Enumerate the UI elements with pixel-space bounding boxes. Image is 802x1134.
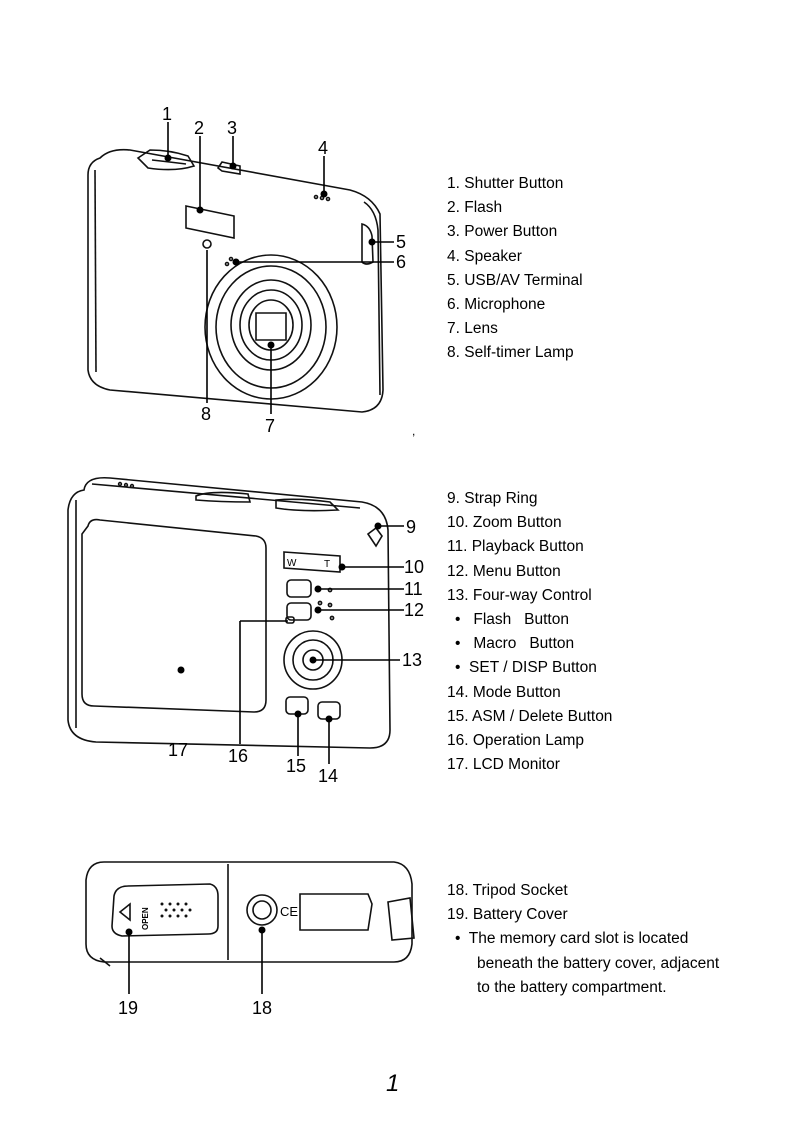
list-item: 11. Playback Button (447, 538, 584, 556)
list-item: 9. Strap Ring (447, 490, 538, 507)
note-text: • The memory card slot is located (455, 930, 689, 948)
list-item: 4. Speaker (447, 247, 522, 265)
stray-mark: , (412, 424, 416, 438)
callout-12: 12 (404, 600, 424, 620)
list-item: 18. Tripod Socket (447, 882, 568, 899)
zoom-w-label: W (287, 558, 297, 569)
list-item: 13. Four-way Control (447, 586, 592, 604)
list-item: 19. Battery Cover (447, 906, 568, 924)
callout-11: 11 (404, 579, 423, 599)
list-subitem: • Flash Button (455, 611, 569, 629)
callout-2: 2 (194, 118, 204, 138)
bottom-parts-list: 18. Tripod Socket 19. Battery Cover • Th… (447, 879, 719, 1000)
front-parts-list: 1. Shutter Button 2. Flash 3. Power Butt… (447, 172, 583, 366)
note-text: to the battery compartment. (477, 978, 667, 996)
callout-6: 6 (396, 252, 406, 272)
list-item: 15. ASM / Delete Button (447, 707, 613, 725)
list-item: 1. Shutter Button (447, 175, 564, 192)
list-item: 6. Microphone (447, 296, 546, 314)
list-subitem: • Macro Button (455, 635, 575, 653)
list-item: 8. Self-timer Lamp (447, 344, 574, 362)
callout-10: 10 (404, 557, 424, 577)
callout-19: 19 (118, 998, 138, 1018)
callout-4: 4 (318, 138, 328, 158)
callout-8: 8 (201, 404, 211, 424)
list-item: 7. Lens (447, 320, 498, 338)
zoom-t-label: T (324, 559, 330, 570)
callout-7: 7 (265, 416, 275, 436)
list-item: 10. Zoom Button (447, 514, 562, 532)
callout-16: 16 (228, 746, 248, 766)
list-subitem: • SET / DISP Button (455, 659, 597, 677)
open-label: OPEN (141, 907, 150, 930)
list-item: 16. Operation Lamp (447, 732, 585, 750)
camera-back-diagram: W T 9 10 11 12 13 17 16 15 14 (67, 476, 424, 786)
ce-mark: CE (280, 904, 298, 919)
callout-5: 5 (396, 232, 406, 252)
callout-17: 17 (168, 740, 188, 760)
list-item: 12. Menu Button (447, 562, 561, 580)
back-parts-list: 9. Strap Ring 10. Zoom Button 11. Playba… (447, 487, 612, 777)
list-item: 5. USB/AV Terminal (447, 271, 583, 289)
callout-13: 13 (402, 650, 422, 670)
callout-9: 9 (406, 517, 416, 537)
list-item: 14. Mode Button (447, 683, 561, 701)
callout-18: 18 (252, 998, 272, 1018)
list-item: 17. LCD Monitor (447, 756, 560, 774)
callout-14: 14 (318, 766, 338, 786)
list-item: 3. Power Button (447, 223, 558, 241)
note-text: beneath the battery cover, adjacent (477, 954, 720, 972)
camera-front-diagram: 1 2 3 4 5 6 8 7 (87, 104, 406, 436)
list-item: 2. Flash (447, 199, 503, 217)
camera-bottom-diagram: OPEN CE 19 18 (85, 861, 415, 1018)
callout-1: 1 (162, 104, 172, 124)
callout-3: 3 (227, 118, 237, 138)
page-number: 1 (386, 1070, 400, 1097)
callout-15: 15 (286, 756, 306, 776)
